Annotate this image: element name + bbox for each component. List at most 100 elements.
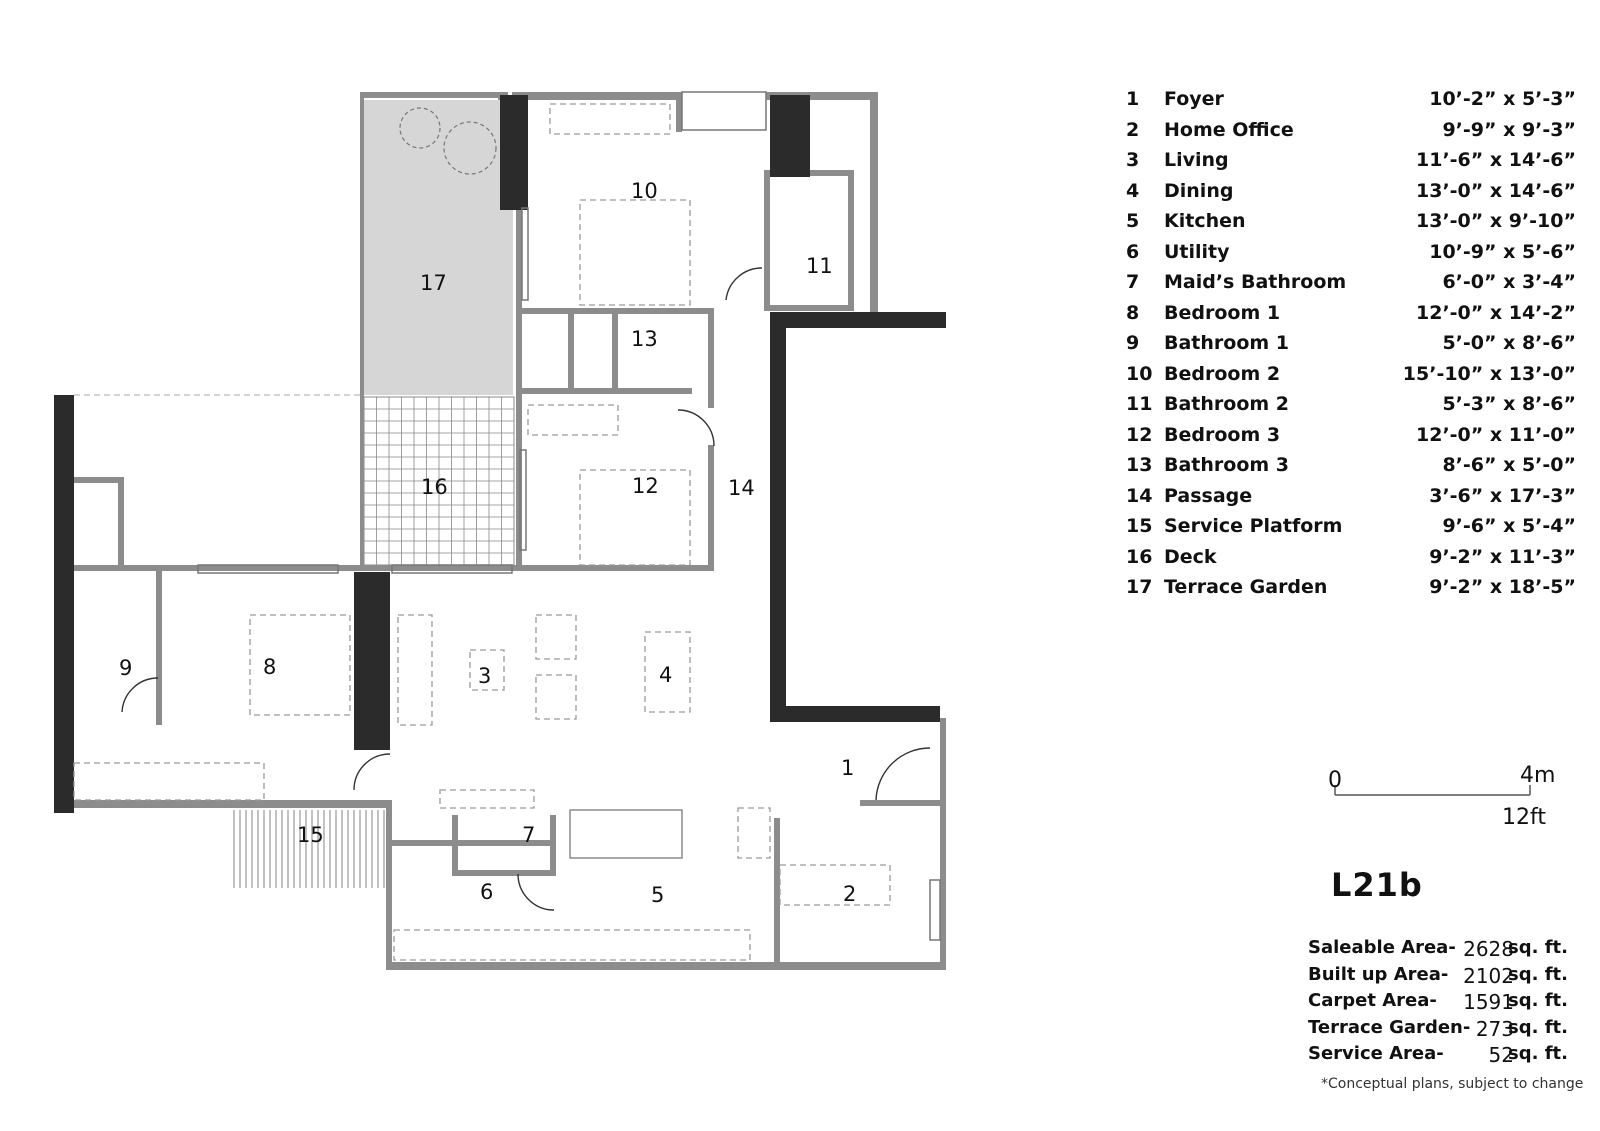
area-label: Carpet Area-: [1308, 990, 1437, 1011]
wardrobe-icon: [73, 762, 265, 801]
legend-room-name: Maid’s Bathroom: [1164, 271, 1347, 293]
legend-room-dimensions: 10’-9” x 5’-6”: [1429, 240, 1576, 263]
room-number-6: 6: [480, 880, 493, 904]
room-number-5: 5: [651, 883, 664, 907]
legend-room-name: Bedroom 1: [1164, 301, 1281, 324]
room-number-13: 13: [631, 327, 658, 351]
counter-icon: [439, 789, 535, 809]
legend-number: 14: [1126, 484, 1153, 507]
floor-plan: 1 2 3 4 5 6 7 8 9 10 11 12 13 14 15 16 1…: [54, 91, 946, 970]
room-number-17: 17: [420, 271, 447, 295]
room-number-12: 12: [632, 474, 659, 498]
kitchen-island: [569, 809, 683, 859]
legend-room-name: Living: [1164, 149, 1229, 171]
structural-walls: [54, 95, 946, 813]
room-number-11: 11: [806, 254, 833, 278]
legend-number: 8: [1126, 301, 1140, 324]
legend-room-name: Bathroom 2: [1164, 393, 1290, 415]
area-label: Saleable Area-: [1308, 937, 1456, 958]
plan-id: L21b: [1331, 866, 1423, 904]
legend-room-name: Bathroom 3: [1164, 454, 1290, 476]
door-swings: [121, 267, 931, 911]
legend-room-name: Bedroom 3: [1164, 423, 1281, 446]
wardrobe-icon: [527, 404, 619, 436]
service-platform-hatch: [233, 810, 385, 888]
fridge-icon: [737, 807, 771, 859]
legend-number: 13: [1126, 454, 1153, 476]
room-labels: 1 2 3 4 5 6 7 8 9 10 11 12 13 14 15 16 1…: [119, 179, 856, 907]
room-number-3: 3: [478, 664, 491, 688]
disclaimer-note: *Conceptual plans, subject to change: [1321, 1076, 1584, 1092]
legend-room-dimensions: 5’-0” x 8’-6”: [1442, 332, 1576, 354]
scale-feet-label: 12ft: [1502, 805, 1546, 830]
dining-table-icon: [644, 631, 691, 713]
table-icon: [469, 649, 505, 691]
area-label: Terrace Garden-: [1308, 1016, 1471, 1038]
area-unit: sq. ft.: [1508, 1016, 1568, 1038]
armchair-icon: [535, 674, 577, 720]
legend-room-dimensions: 3’-6” x 17’-3”: [1429, 484, 1576, 507]
area-unit: sq. ft.: [1508, 937, 1568, 958]
area-label: Service Area-: [1308, 1043, 1444, 1064]
legend-number: 17: [1126, 576, 1153, 598]
legend-room-name: Kitchen: [1164, 210, 1246, 232]
legend-room-dimensions: 15’-10” x 13’-0”: [1402, 362, 1576, 385]
bed-icon: [579, 469, 691, 566]
legend-room-dimensions: 8’-6” x 5’-0”: [1442, 454, 1576, 476]
room-number-1: 1: [841, 756, 854, 780]
room-number-7: 7: [522, 823, 535, 847]
legend-number: 7: [1126, 271, 1140, 293]
legend-number: 5: [1126, 210, 1140, 232]
room-number-9: 9: [119, 656, 132, 680]
room-number-8: 8: [263, 655, 276, 679]
area-unit: sq. ft.: [1508, 963, 1568, 985]
legend-room-name: Deck: [1164, 545, 1217, 568]
legend-room-name: Foyer: [1164, 88, 1224, 110]
area-value: 2102: [1463, 963, 1514, 988]
legend-room-dimensions: 12’-0” x 11’-0”: [1416, 423, 1576, 446]
legend-room-name: Service Platform: [1164, 515, 1343, 537]
legend-room-dimensions: 9’-2” x 11’-3”: [1429, 545, 1576, 568]
legend-number: 9: [1126, 332, 1140, 354]
terrace-garden-area: [360, 100, 513, 395]
wardrobe-icon: [549, 103, 671, 135]
legend-room-dimensions: 13’-0” x 14’-6”: [1416, 179, 1576, 202]
legend-room-dimensions: 9’-2” x 18’-5”: [1429, 576, 1576, 598]
legend-number: 4: [1126, 179, 1140, 202]
scale-bar: [1334, 785, 1531, 796]
legend-room-name: Utility: [1164, 240, 1230, 263]
legend-room-dimensions: 9’-6” x 5’-4”: [1442, 515, 1576, 537]
room-number-2: 2: [843, 882, 856, 906]
legend-row: 13 Bathroom 3 8’-6” x 5’-0”: [1126, 454, 1576, 485]
area-value: 273: [1475, 1016, 1514, 1041]
room-number-14: 14: [728, 476, 755, 500]
legend-number: 2: [1126, 118, 1140, 141]
sofa-icon: [397, 614, 433, 726]
scale-zero-label: 0: [1328, 768, 1342, 793]
legend-number: 11: [1126, 393, 1153, 415]
legend-number: 6: [1126, 240, 1140, 263]
desk-icon: [779, 864, 891, 906]
scale-meters-label: 4m: [1520, 763, 1556, 788]
